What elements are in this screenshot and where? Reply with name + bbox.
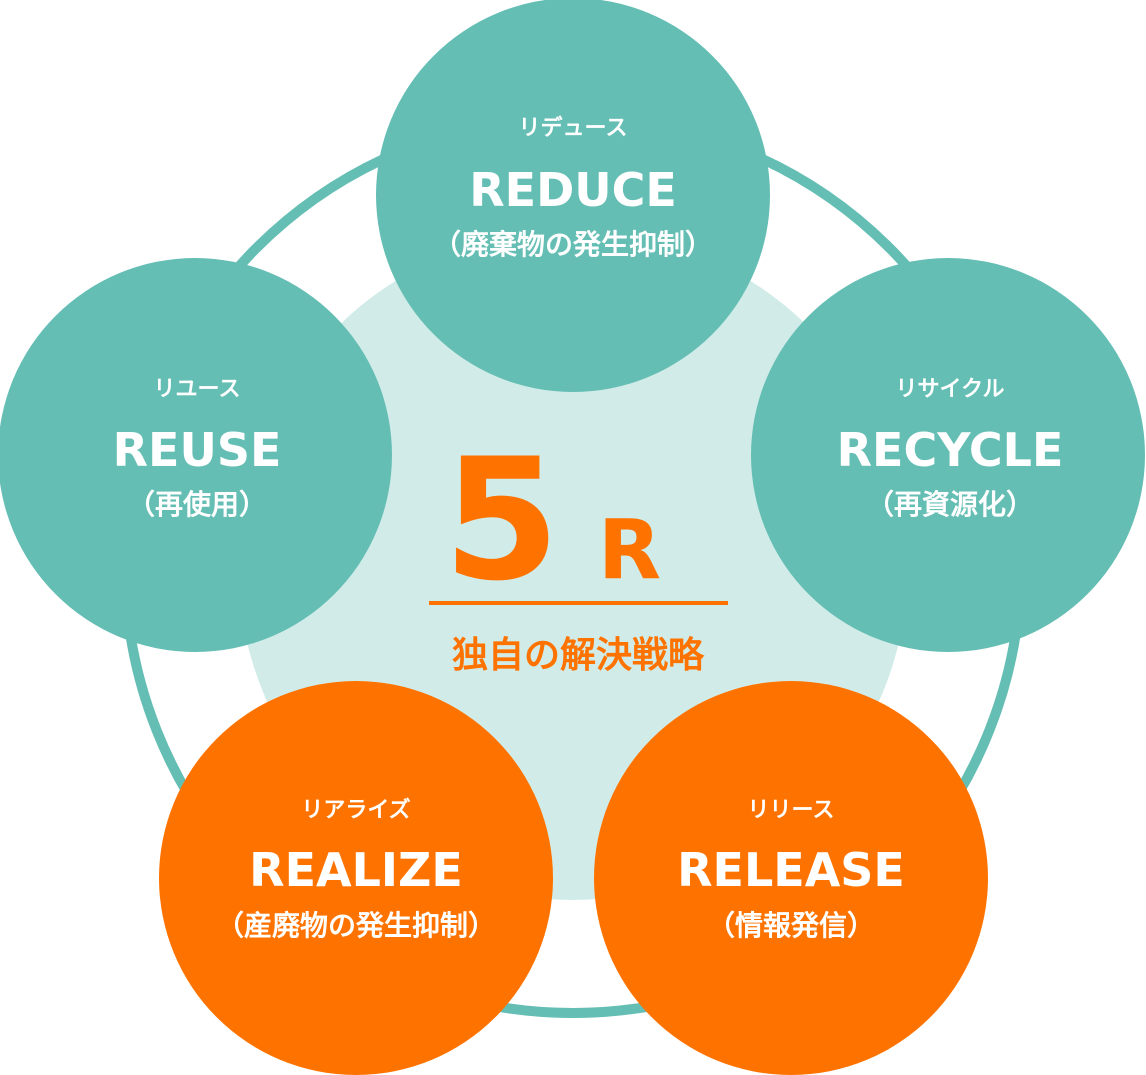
node-realize-kana: リアライズ [301, 797, 410, 823]
node-release: リリース RELEASE （情報発信） [594, 681, 988, 1075]
node-reuse-kana: リユース [154, 377, 241, 402]
node-reduce-title: REDUCE [469, 163, 677, 217]
center-number: 5 [443, 422, 560, 618]
node-realize-title: REALIZE [249, 843, 463, 897]
node-recycle-desc: （再資源化） [866, 488, 1034, 521]
node-reduce: リデュース REDUCE （廃棄物の発生抑制） [376, 0, 770, 392]
node-release-desc: （情報発信） [707, 909, 875, 942]
node-recycle-title: RECYCLE [837, 423, 1064, 477]
node-reuse-circle [0, 258, 392, 652]
node-reduce-circle [376, 0, 770, 392]
center-subtitle: 独自の解決戦略 [452, 635, 705, 676]
node-recycle: リサイクル RECYCLE （再資源化） [751, 258, 1145, 652]
node-recycle-kana: リサイクル [896, 377, 1005, 402]
center-letter: R [598, 503, 661, 598]
node-reduce-desc: （廃棄物の発生抑制） [433, 228, 713, 261]
node-realize: リアライズ REALIZE （産廃物の発生抑制） [159, 681, 553, 1075]
node-realize-circle [159, 681, 553, 1075]
node-reduce-kana: リデュース [519, 115, 628, 141]
node-release-kana: リリース [748, 798, 835, 823]
node-release-title: RELEASE [677, 843, 905, 897]
center-label: 5 R 独自の解決戦略 [429, 422, 728, 676]
node-reuse-title: REUSE [113, 423, 282, 477]
node-realize-desc: （産廃物の発生抑制） [216, 909, 496, 942]
node-reuse: リユース REUSE （再使用） [0, 258, 392, 652]
node-recycle-circle [751, 258, 1145, 652]
node-reuse-desc: （再使用） [127, 488, 267, 521]
node-release-circle [594, 681, 988, 1075]
